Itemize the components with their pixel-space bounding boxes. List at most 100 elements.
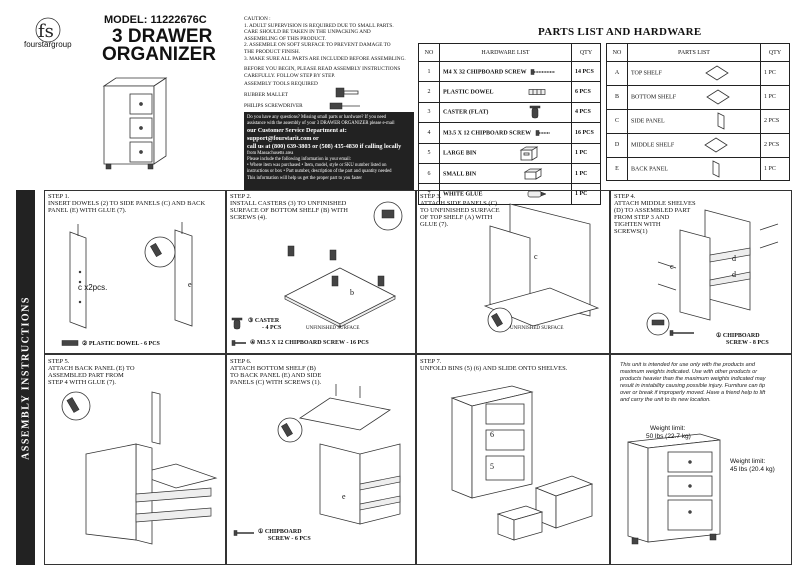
screw-long-icon xyxy=(669,330,694,336)
col-header: NO xyxy=(418,43,440,62)
warning-line: over or break if improperly moved. Have … xyxy=(620,390,766,396)
table-row: 1 M4 X 32 CHIPBOARD SCREW 14 PCS xyxy=(418,60,601,83)
step-6-heading: STEP 6. ATTACH BOTTOM SHELF (B) TO BACK … xyxy=(230,358,321,386)
weight-cabinet-diagram xyxy=(627,433,721,545)
caution-line: CAUTION : xyxy=(244,16,271,22)
hw-name-cell: PLASTIC DOWEL xyxy=(439,81,572,103)
step-text: ATTACH BACK PANEL (E) TO xyxy=(48,365,135,372)
table-row: A TOP SHELF 1 PC xyxy=(606,61,790,86)
step-text: PANEL (E) WITH GLUE (7). xyxy=(48,207,127,214)
hw-no: 3 xyxy=(418,101,440,124)
panel-e-label: e xyxy=(188,280,192,289)
hw-qty: 4 PCS xyxy=(571,101,601,124)
screw-long-icon xyxy=(233,530,254,536)
table-row: B BOTTOM SHELF 1 PC xyxy=(606,84,790,110)
part-no: A xyxy=(606,61,628,86)
bin-5-label: 5 xyxy=(490,462,494,471)
hw-name-cell: M3.5 X 12 CHIPBOARD SCREW xyxy=(439,122,572,144)
step-1-panel xyxy=(44,190,226,354)
caution-line: ASSEMBLY TOOLS REQUIRED xyxy=(244,81,318,88)
table-row: 5 LARGE BIN 1 PC xyxy=(418,142,601,164)
help-line: Do you have any questions? Missing small… xyxy=(247,115,387,120)
part-name-cell: BACK PANEL xyxy=(627,156,761,182)
step-title: STEP 2. xyxy=(230,193,252,200)
weight-limit-side-value: 45 lbs (20.4 kg) xyxy=(730,466,775,473)
step-5-heading: STEP 5. ATTACH BACK PANEL (E) TO ASSEMBL… xyxy=(48,358,135,386)
table-row: 6 SMALL BIN 1 PC xyxy=(418,162,601,185)
small-bin-icon xyxy=(523,167,542,180)
help-email-line[interactable]: our Customer Service Department at: supp… xyxy=(247,127,347,143)
caution-line: BEFORE YOU BEGIN, PLEASE READ ASSEMBLY I… xyxy=(244,66,401,73)
step-text: TIGHTEN WITH xyxy=(614,221,661,228)
table-row: 3 CASTER (FLAT) 4 PCS xyxy=(418,101,601,124)
part-no: B xyxy=(606,84,628,110)
bin-6-label: 6 xyxy=(490,430,494,439)
table-row: 4 M3.5 X 12 CHIPBOARD SCREW 16 PCS xyxy=(418,122,601,144)
assembly-sidebar xyxy=(16,190,35,565)
hardware-table: NO HARDWARE LIST QTY 1 M4 X 32 CHIPBOARD… xyxy=(418,43,601,205)
help-line: from Massachusetts area xyxy=(247,151,294,157)
part-no: E xyxy=(606,156,628,182)
step-5-panel xyxy=(44,354,226,565)
hw-name: M4 X 32 CHIPBOARD SCREW xyxy=(443,68,527,75)
warning-line: This unit is intended for use only with … xyxy=(620,362,755,368)
panel-d-label: d xyxy=(732,270,736,279)
step-7-panel xyxy=(416,354,610,565)
part-qty: 1 PC xyxy=(760,156,790,182)
caution-line: 3. MAKE SURE ALL PARTS ARE INCLUDED BEFO… xyxy=(244,55,406,62)
part-name: BOTTOM SHELF xyxy=(631,94,677,101)
hw-qty: 1 PC xyxy=(571,162,601,185)
table-row: C SIDE PANEL 2 PCS xyxy=(606,108,790,134)
step-text: ATTACH BOTTOM SHELF (B) xyxy=(230,365,316,372)
step-6-screw-note-qty: SCREW - 6 PCS xyxy=(268,536,311,542)
caution-line: 1. ADULT SUPERVISION IS REQUIRED DUE TO … xyxy=(244,22,394,29)
hw-name-cell: WHITE GLUE xyxy=(439,183,572,205)
step-title: STEP 7. xyxy=(420,358,442,365)
step-text: INSERT DOWELS (2) TO SIDE PANELS (C) AND… xyxy=(48,200,206,207)
step-title: STEP 5. xyxy=(48,358,70,365)
customer-help-box: Do you have any questions? Missing small… xyxy=(244,112,414,191)
col-header: QTY xyxy=(571,43,601,62)
weight-limit-top-label: Weight limit: xyxy=(650,425,686,432)
fourstar-logo-icon: fs xyxy=(35,17,61,43)
help-line: • Where item was purchased • Item, model… xyxy=(247,163,387,169)
step-text: STEP 4 WITH GLUE (7). xyxy=(48,379,117,386)
step-6-diagram xyxy=(277,384,401,525)
step-text: SCREWS(1) xyxy=(614,228,648,235)
weight-limit-top-value: 50 lbs (22.7 kg) xyxy=(646,433,691,440)
step-3-diagram xyxy=(483,203,600,333)
table-row: 7 WHITE GLUE 1 PC xyxy=(418,183,601,205)
part-name-cell: MIDDLE SHELF xyxy=(627,132,761,158)
step-6-screw-note: ① CHIPBOARD xyxy=(258,529,302,535)
panel-d-label: d xyxy=(732,254,736,263)
hw-name: LARGE BIN xyxy=(443,150,477,157)
assembly-sidebar-label: ASSEMBLY INSTRUCTIONS xyxy=(16,190,35,565)
caution-line: THE PRODUCT FINISH. xyxy=(244,48,300,55)
cabinet-illustration xyxy=(102,77,168,170)
hw-no: 6 xyxy=(418,162,440,185)
help-line: instructions or box • Part number, descr… xyxy=(247,169,392,175)
part-qty: 1 PC xyxy=(760,84,790,110)
part-no: C xyxy=(606,108,628,134)
part-qty: 2 PCS xyxy=(760,132,790,158)
help-line: This information will help us get the pr… xyxy=(247,175,362,181)
step-2-screw-note: ④ M3.5 X 12 CHIPBOARD SCREW - 16 PCS xyxy=(250,340,369,346)
hw-no: 5 xyxy=(418,142,440,164)
step-4-screw-note: ① CHIPBOARD xyxy=(716,333,760,339)
step-4-diagram xyxy=(646,209,779,336)
screw-short-icon xyxy=(231,340,246,346)
step-1-diagram xyxy=(69,222,193,329)
svg-text:fs: fs xyxy=(38,21,54,42)
step-3-heading: STEP 3. ATTACH SIDE PANELS (C) TO UNFINI… xyxy=(420,193,500,228)
panel-e-label: e xyxy=(342,492,346,501)
hw-name-cell: CASTER (FLAT) xyxy=(439,101,572,124)
part-name: BACK PANEL xyxy=(631,166,668,173)
step-text: ATTACH MIDDLE SHELVES xyxy=(614,200,696,207)
hw-name-cell: M4 X 32 CHIPBOARD SCREW xyxy=(439,60,572,83)
step-title: STEP 1. xyxy=(48,193,70,200)
step-text: PANELS (C) WITH SCREWS (1). xyxy=(230,379,322,386)
step-6-panel xyxy=(226,354,416,565)
step-title: STEP 3. xyxy=(420,193,442,200)
part-no: D xyxy=(606,132,628,158)
dowel-icon xyxy=(528,89,546,95)
